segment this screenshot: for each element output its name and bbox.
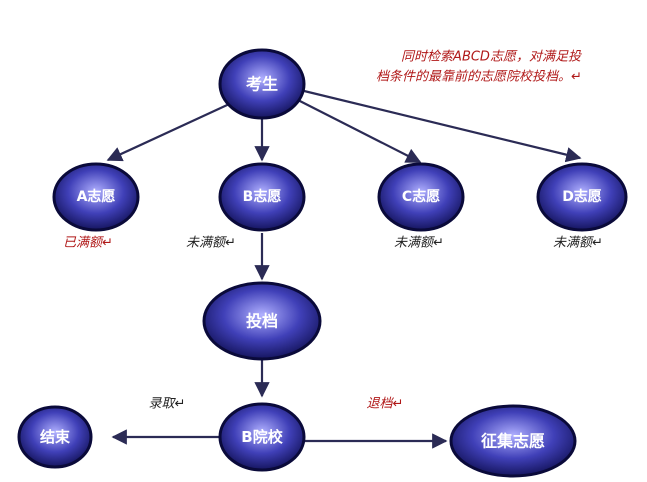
node-choice-c: C志愿 — [377, 162, 465, 232]
node-choice-d-label: D志愿 — [562, 188, 602, 205]
status-d-note: 未满额↵ — [553, 236, 603, 251]
node-choice-d: D志愿 — [536, 162, 628, 232]
node-end: 结束 — [17, 405, 93, 469]
node-choice-a: A志愿 — [52, 162, 140, 232]
edge-candidate-to-c — [289, 95, 422, 163]
node-choice-c-label: C志愿 — [402, 188, 440, 205]
node-candidate-label: 考生 — [246, 75, 278, 94]
node-submit-file: 投档 — [202, 281, 322, 361]
return-file-note: 退档↵ — [367, 397, 404, 412]
status-b-note: 未满额↵ — [186, 236, 236, 251]
node-choice-b-label: B志愿 — [243, 188, 282, 205]
status-a-note: 已满额↵ — [63, 236, 113, 251]
node-school-b-label: B院校 — [241, 428, 283, 446]
edge-candidate-to-a — [106, 99, 239, 162]
node-candidate: 考生 — [218, 48, 306, 120]
node-supplementary: 征集志愿 — [449, 404, 577, 478]
admit-note: 录取↵ — [149, 397, 186, 412]
header-note-line1: 同时检索ABCD志愿，对满足投 — [401, 49, 582, 65]
node-school-b: B院校 — [218, 402, 306, 472]
node-choice-b: B志愿 — [218, 162, 306, 232]
status-c-note: 未满额↵ — [394, 236, 444, 251]
node-supplementary-label: 征集志愿 — [481, 432, 545, 451]
header-note-line2: 档条件的最靠前的志愿院校投档。↵ — [376, 69, 582, 85]
node-submit-file-label: 投档 — [246, 312, 278, 331]
node-choice-a-label: A志愿 — [77, 188, 116, 205]
edge-candidate-to-d — [299, 88, 582, 163]
node-end-label: 结束 — [40, 428, 71, 446]
